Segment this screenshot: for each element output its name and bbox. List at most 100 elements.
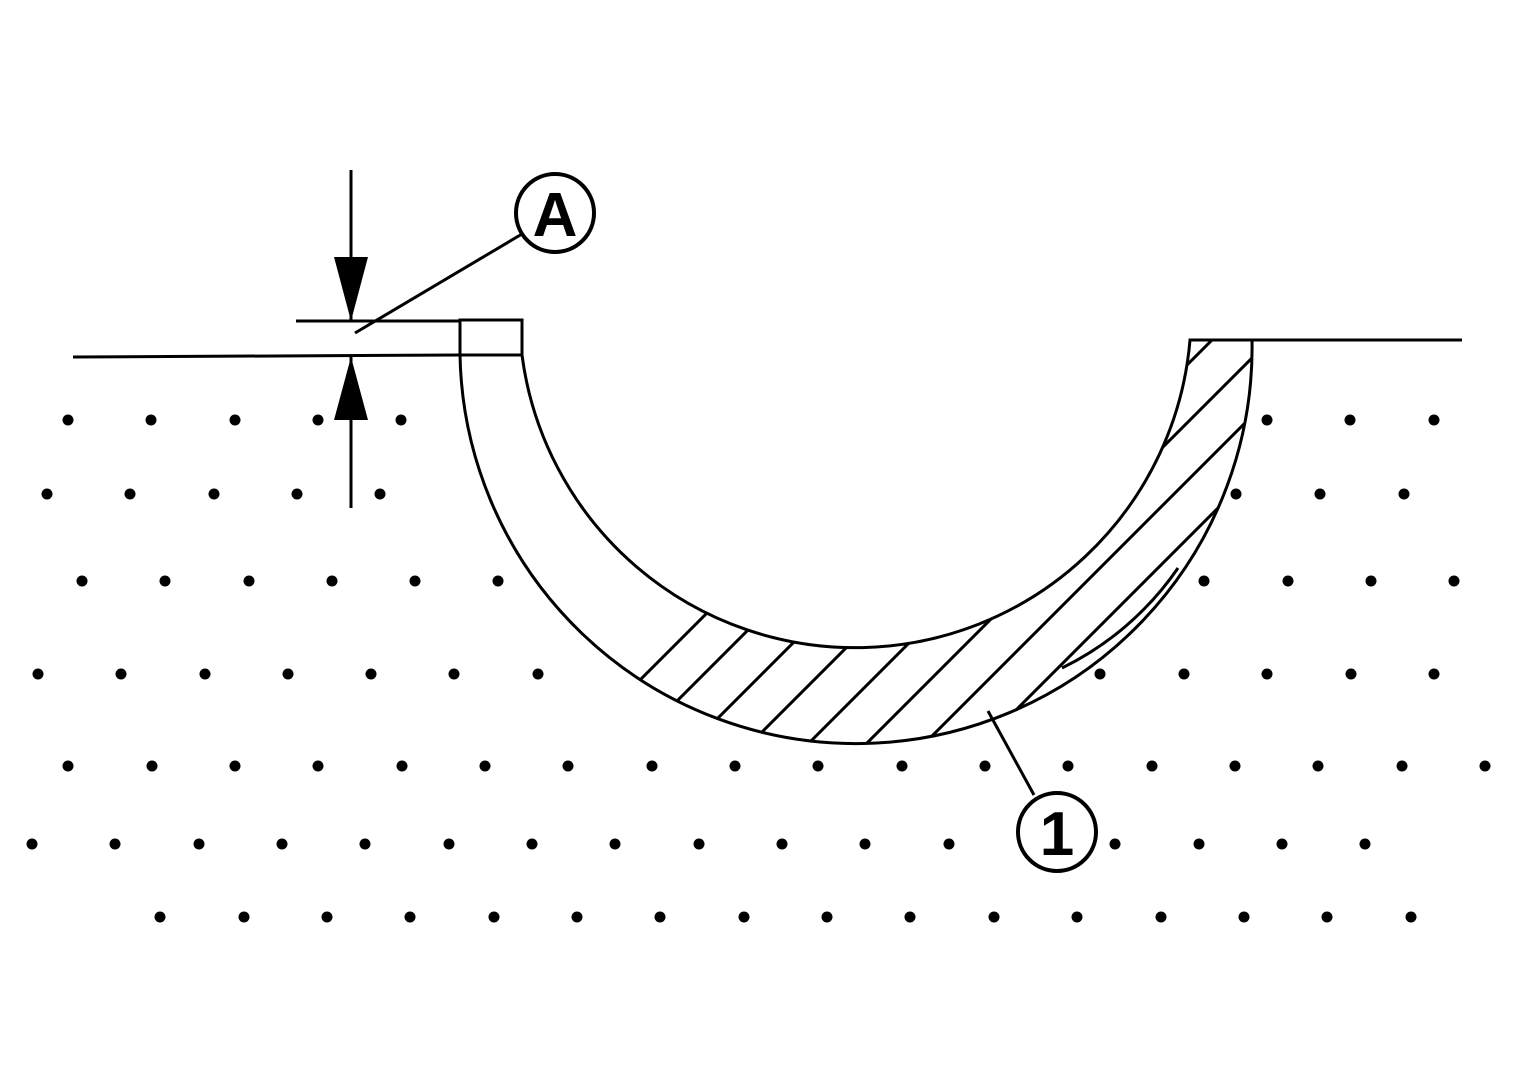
- housing-surface: [72, 338, 1462, 359]
- stipple-dot: [1261, 414, 1273, 426]
- stipple-dot: [238, 911, 250, 923]
- stipple-dot: [1178, 668, 1190, 680]
- stipple-dot: [609, 838, 621, 850]
- stipple-dot: [1155, 911, 1167, 923]
- stipple-dot: [1479, 760, 1491, 772]
- stipple-dot: [1396, 760, 1408, 772]
- callout-a: A: [514, 172, 596, 254]
- stipple-dot: [229, 414, 241, 426]
- stipple-dot: [488, 911, 500, 923]
- stipple-dot: [62, 414, 74, 426]
- housing-surface-left: [72, 353, 461, 359]
- stipple-dot: [654, 911, 666, 923]
- bore-opening: [522, 330, 1190, 648]
- stipple-dot: [312, 760, 324, 772]
- stipple-dot: [1229, 760, 1241, 772]
- stipple-dot: [145, 414, 157, 426]
- stipple-dot: [321, 911, 333, 923]
- hatch-line: [824, 320, 1253, 744]
- stipple-dot: [1428, 668, 1440, 680]
- hatch-line: [766, 320, 1253, 744]
- stipple-dot: [492, 575, 504, 587]
- dimension-arrow-down-icon: [334, 257, 368, 321]
- stipple-dot: [146, 760, 158, 772]
- callout-a-label: A: [533, 181, 578, 250]
- stipple-dot: [326, 575, 338, 587]
- stipple-dot: [1094, 668, 1106, 680]
- callout-1-circle: [1016, 791, 1098, 873]
- stipple-dot: [1193, 838, 1205, 850]
- stipple-dot: [532, 668, 544, 680]
- stipple-dot: [396, 760, 408, 772]
- stipple-dot: [409, 575, 421, 587]
- hatch-line: [1406, 280, 1535, 900]
- hatch-line: [1172, 320, 1253, 744]
- stipple-dot: [729, 760, 741, 772]
- stipple-dot: [988, 911, 1000, 923]
- stipple-dot: [526, 838, 538, 850]
- stipple-dot: [1448, 575, 1460, 587]
- shell-back-contact-arc: [1061, 567, 1180, 670]
- stipple-dot: [1261, 668, 1273, 680]
- stipple-dot: [1062, 760, 1074, 772]
- stipple-dot: [365, 668, 377, 680]
- stipple-dot: [115, 668, 127, 680]
- callout-1-label: 1: [1040, 800, 1074, 869]
- stipple-dot: [1276, 838, 1288, 850]
- stipple-dot: [359, 838, 371, 850]
- stipple-dot: [1398, 488, 1410, 500]
- stipple-dot: [896, 760, 908, 772]
- stipple-dot: [448, 668, 460, 680]
- stipple-dot: [159, 575, 171, 587]
- callout-a-circle: [514, 172, 596, 254]
- stipple-dot: [374, 488, 386, 500]
- stipple-dot: [562, 760, 574, 772]
- callout-1-leader: [986, 710, 1036, 796]
- hatch-line: [1348, 280, 1535, 900]
- stipple-dot: [738, 911, 750, 923]
- stipple-dot: [26, 838, 38, 850]
- stipple-dot: [479, 760, 491, 772]
- hatch-line: [1464, 280, 1535, 900]
- stipple-dot: [979, 760, 991, 772]
- stipple-dot: [41, 488, 53, 500]
- stipple-dot: [859, 838, 871, 850]
- stipple-dot: [693, 838, 705, 850]
- stipple-dot: [282, 668, 294, 680]
- stipple-dot: [646, 760, 658, 772]
- stipple-dot: [291, 488, 303, 500]
- hatch-line: [1522, 280, 1535, 900]
- stipple-dot: [443, 838, 455, 850]
- stipple-dot: [276, 838, 288, 850]
- stipple-dot: [571, 911, 583, 923]
- stipple-dot: [193, 838, 205, 850]
- stipple-dot: [1109, 838, 1121, 850]
- bearing-shell-outline: [458, 318, 1254, 745]
- stipple-dot: [1230, 488, 1242, 500]
- stipple-dot: [1359, 838, 1371, 850]
- stipple-dot: [1345, 668, 1357, 680]
- stipple-dot: [812, 760, 824, 772]
- stipple-dot: [243, 575, 255, 587]
- stipple-dot: [395, 414, 407, 426]
- stipple-dot: [1282, 575, 1294, 587]
- stipple-dot: [124, 488, 136, 500]
- stipple-dot: [1321, 911, 1333, 923]
- stipple-dot: [776, 838, 788, 850]
- stipple-dot: [312, 414, 324, 426]
- stipple-dot: [62, 760, 74, 772]
- stipple-dot: [76, 575, 88, 587]
- stipple-dot: [1405, 911, 1417, 923]
- stipple-dot: [1365, 575, 1377, 587]
- stipple-dot: [1344, 414, 1356, 426]
- stipple-dot: [32, 668, 44, 680]
- stipple-dot: [199, 668, 211, 680]
- stipple-dot: [904, 911, 916, 923]
- stipple-dot: [1312, 760, 1324, 772]
- stipple-dot: [208, 488, 220, 500]
- stipple-dot: [1198, 575, 1210, 587]
- crush-height-dimension: [296, 170, 523, 508]
- stipple-dot: [821, 911, 833, 923]
- stipple-dot: [404, 911, 416, 923]
- stipple-dot: [943, 838, 955, 850]
